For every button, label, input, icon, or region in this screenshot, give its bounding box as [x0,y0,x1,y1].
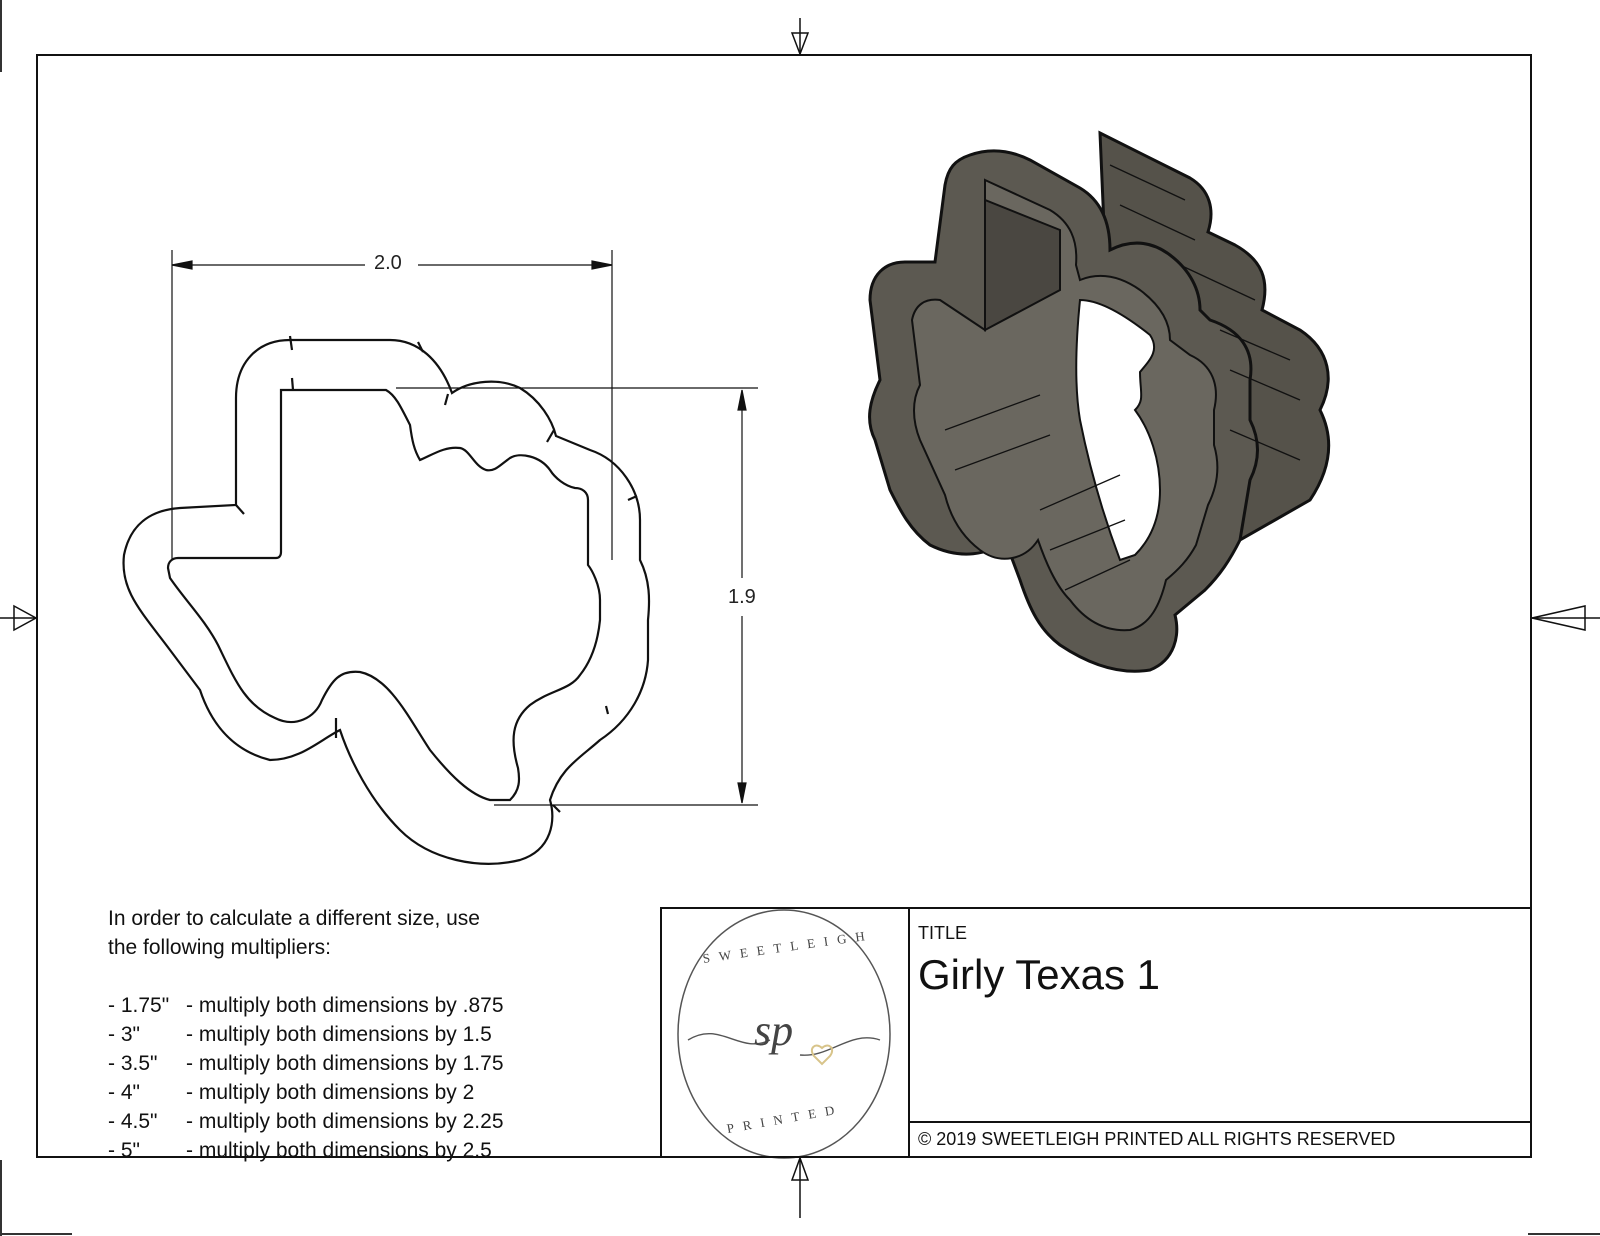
drawing-border [36,54,1532,1158]
drawing-title: Girly Texas 1 [918,951,1160,998]
title-label: TITLE [918,923,968,943]
height-dimension-label: 1.9 [724,586,760,609]
dimension-lines [171,250,758,806]
multiplier-row: - 3.5"- multiply both dimensions by 1.75 [108,1052,504,1075]
multiplier-row: - 4.5"- multiply both dimensions by 2.25 [108,1110,504,1133]
render-facet-lines [944,164,1301,591]
width-dimension-label: 2.0 [370,252,406,275]
multiplier-row: - 1.75"- multiply both dimensions by .87… [108,994,504,1017]
multiplier-row: - 4"- multiply both dimensions by 2 [108,1081,475,1104]
size-multiplier-notes: In order to calculate a different size, … [108,904,504,1165]
notes-intro-line-2: the following multipliers: [108,936,331,959]
notes-intro-line-1: In order to calculate a different size, … [108,907,480,930]
center-markers [0,18,1600,1218]
multiplier-row: - 3"- multiply both dimensions by 1.5 [108,1023,492,1046]
logo-cell: SWEETLEIGH sp PRINTED [662,909,910,1158]
logo-emblem [677,909,891,1159]
multiplier-row: - 5"- multiply both dimensions by 2.5 [108,1139,492,1162]
copyright-notice: © 2019 SWEETLEIGH PRINTED ALL RIGHTS RES… [918,1129,1396,1149]
title-block: SWEETLEIGH sp PRINTED TITLE Girly Texas … [660,907,1532,1158]
logo-top-text: SWEETLEIGH [701,927,875,966]
texas-outline-2d [122,335,651,865]
logo-bottom-text: PRINTED [725,1100,845,1137]
logo-monogram: sp [754,1006,794,1055]
isometric-render-3d [868,130,1331,673]
title-cell: TITLE Girly Texas 1 [910,909,1532,1123]
